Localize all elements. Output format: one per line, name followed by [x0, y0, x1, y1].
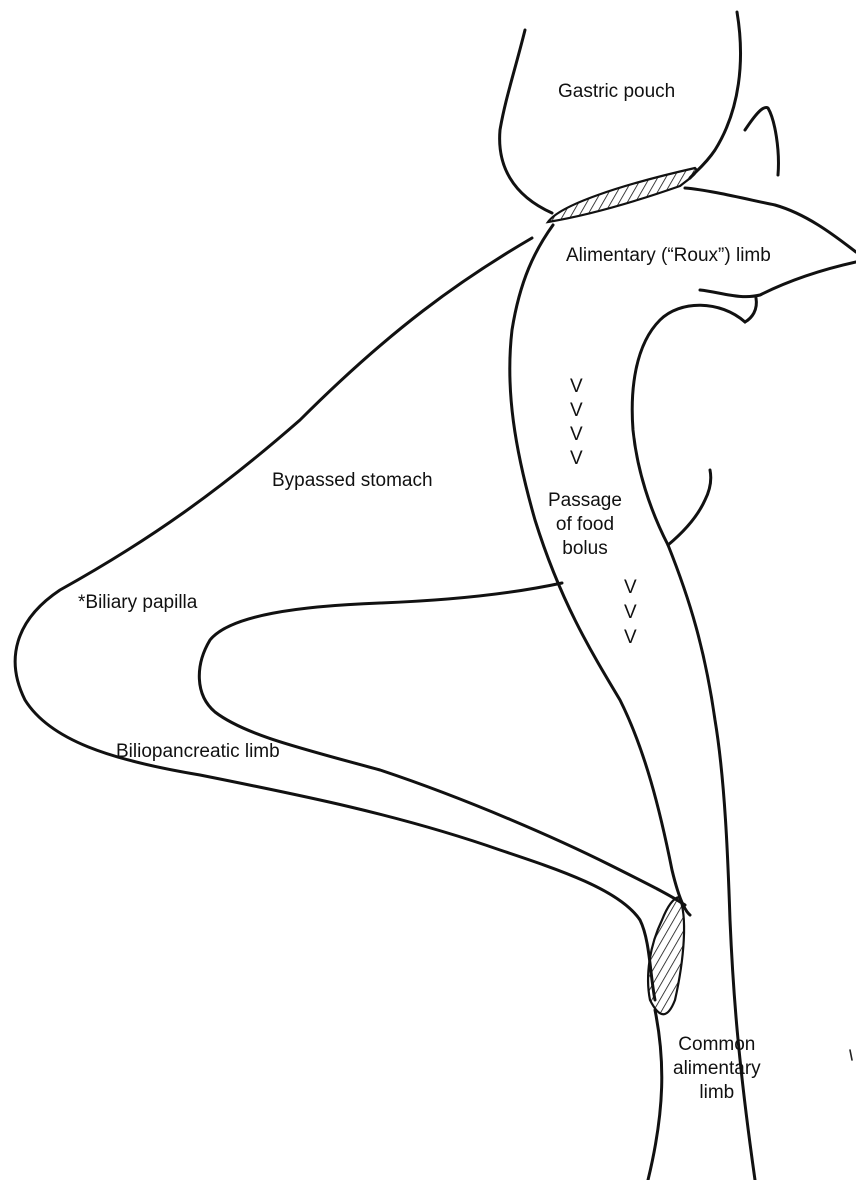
biliary-papilla-label: *Biliary papilla [78, 591, 197, 615]
biliopancreatic-limb-label: Biliopancreatic limb [116, 740, 280, 764]
common-limb-left-wall [648, 1010, 662, 1180]
roux-blind-end-tip [745, 298, 756, 322]
gastric-flap [745, 107, 778, 175]
gastric-pouch-right-wall [690, 12, 741, 178]
gastric-pouch-left-wall [500, 30, 552, 213]
gastric-pouch-label: Gastric pouch [558, 80, 675, 104]
stray-mark [850, 1050, 852, 1060]
passage-food-bolus-label: Passage of food bolus [548, 489, 622, 561]
jejunojejunal-anastomosis [648, 897, 684, 1014]
bypassed-stomach-label: Bypassed stomach [272, 469, 433, 493]
roux-limb-loop-inner [668, 470, 711, 545]
flow-arrows-lower: V V V [624, 575, 637, 650]
bypassed-stomach-outer-wall [15, 238, 655, 1000]
common-alimentary-limb-label: Common alimentary limb [673, 1033, 761, 1105]
alimentary-limb-label: Alimentary (“Roux”) limb [566, 244, 771, 268]
roux-limb-top-wall [685, 188, 856, 252]
roux-limb-left-wall [510, 225, 690, 915]
flow-arrows-upper: V V V V [570, 375, 583, 471]
gastrojejunal-anastomosis [548, 168, 696, 222]
